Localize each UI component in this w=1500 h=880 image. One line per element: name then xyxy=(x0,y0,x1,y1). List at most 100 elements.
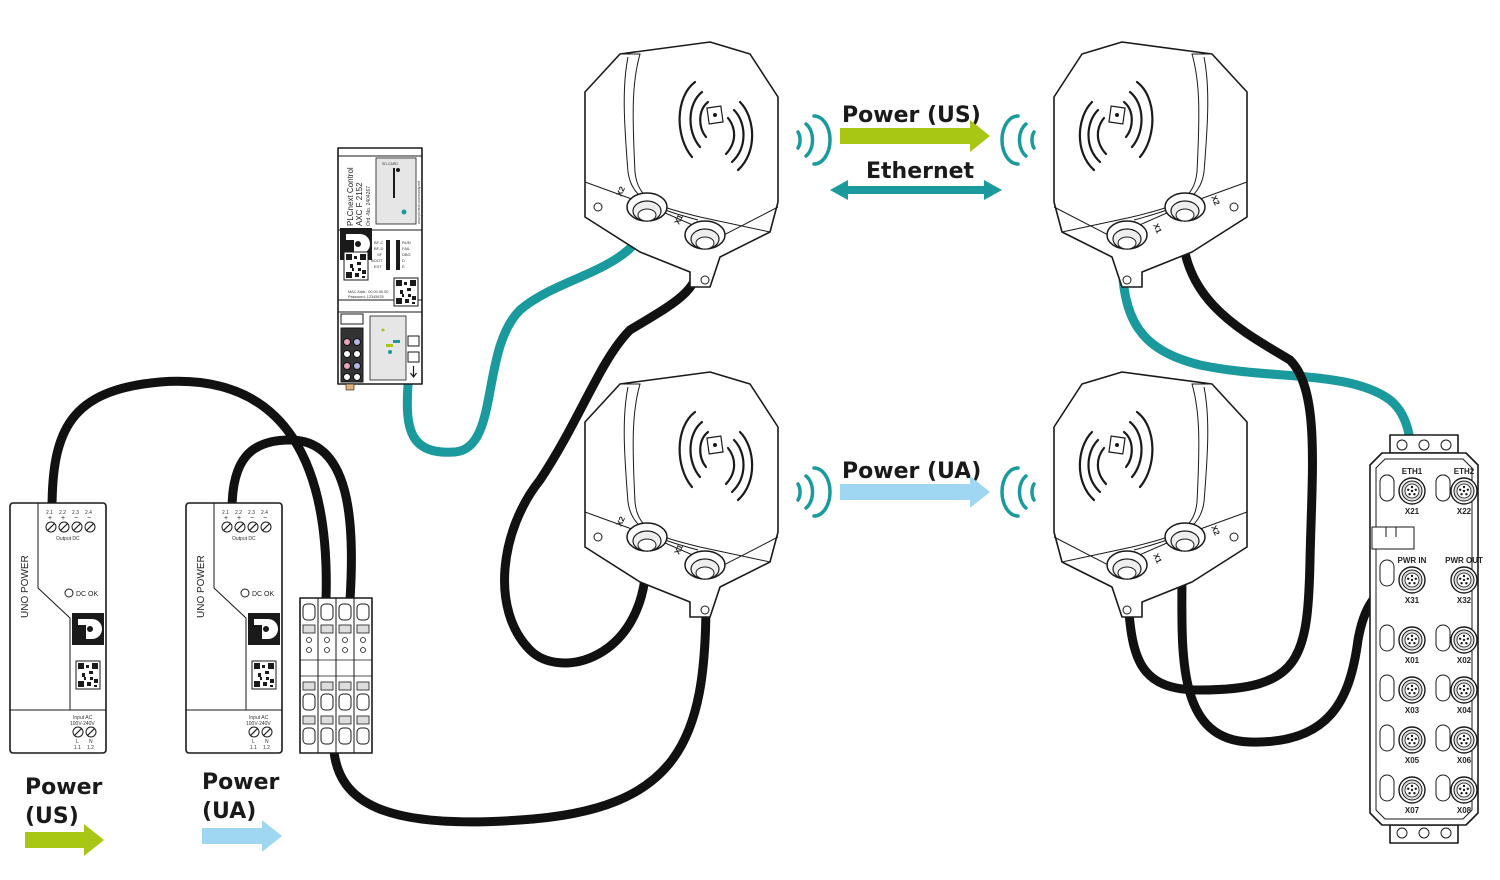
terminal-label: 2.4 xyxy=(261,510,268,516)
ethernet-transfer-label: Ethernet xyxy=(866,159,975,184)
screw-terminal xyxy=(247,521,259,533)
legend-arrow-power-ua xyxy=(202,820,282,852)
sd-card-label: SD-CARD xyxy=(382,162,398,166)
coupler-port-x2[interactable]: X2 xyxy=(615,185,668,222)
power-us-arrow xyxy=(840,120,990,152)
power-us-transfer-label: Power (US) xyxy=(842,103,981,128)
screw-terminal xyxy=(45,521,57,533)
controller-url: www.plcnext-community.net xyxy=(417,181,421,224)
led-label: SF xyxy=(377,252,383,257)
m12-connector-icon xyxy=(1450,566,1478,594)
m12-connector-icon xyxy=(1450,776,1478,804)
legend-label: Power xyxy=(25,775,102,800)
screw-terminal xyxy=(260,521,272,533)
input-range-label: 100V-240V xyxy=(70,721,95,727)
port-bottom-label: X02 xyxy=(1457,656,1472,665)
terminal-label: 2.3 xyxy=(248,510,255,516)
led-label: BOOT xyxy=(371,258,383,263)
polarity-label: + xyxy=(48,515,52,522)
io-port-x02[interactable]: X02 xyxy=(1450,626,1478,665)
port-bottom-label: X21 xyxy=(1405,507,1420,516)
cable-ps-ua-to-terminal xyxy=(227,435,356,605)
dc-ok-led-icon xyxy=(64,588,74,598)
polarity-label: − xyxy=(74,515,78,522)
dc-ok-label: DC OK xyxy=(252,591,275,598)
cable-power-us-to-us-tx xyxy=(500,250,705,668)
legend-label: (US) xyxy=(25,804,79,829)
port-bottom-label: X31 xyxy=(1405,596,1420,605)
led-panel: BF-C BF-D SF BOOT EXT RUN FAIL DBG D E xyxy=(371,240,411,270)
port-label: X2 xyxy=(615,515,628,528)
led-label: D xyxy=(402,258,405,263)
terminal-label: 2.3 xyxy=(72,510,79,516)
io-port-x06[interactable]: X06 xyxy=(1450,726,1478,765)
port-top-label: ETH2 xyxy=(1454,467,1475,476)
port-label: X1 xyxy=(673,543,686,556)
led-label: DBG xyxy=(402,252,411,257)
port-bottom-label: X03 xyxy=(1405,706,1420,715)
io-port-pwr-in[interactable]: PWR IN X31 xyxy=(1398,556,1427,605)
m12-connector-icon xyxy=(1450,726,1478,754)
ethernet-bidirectional-arrow xyxy=(830,180,1002,200)
power-ua-arrow xyxy=(840,476,990,508)
terminal-label: 2.1 xyxy=(222,510,229,516)
coupler-port-x2[interactable]: X2 xyxy=(615,515,668,552)
transfer-ua: Power (UA) xyxy=(796,459,1036,518)
ethernet-port-icon xyxy=(407,351,420,363)
legend-arrow-power-us xyxy=(25,824,104,856)
wireless-symbol-icon xyxy=(678,410,754,502)
coupler-port-x2[interactable]: X2 xyxy=(1164,192,1222,222)
qr-code-icon xyxy=(343,251,369,281)
coupler-port-x1[interactable]: X1 xyxy=(673,213,726,250)
coupler-port-x2[interactable]: X2 xyxy=(1164,522,1222,552)
port-label: X1 xyxy=(1151,222,1164,235)
led-label: FAIL xyxy=(402,246,411,251)
polarity-label: + xyxy=(224,515,228,522)
qr-code-icon xyxy=(75,660,101,690)
legend-label: Power xyxy=(202,770,279,795)
port-label: X2 xyxy=(615,185,628,198)
io-port-x05[interactable]: X05 xyxy=(1398,726,1426,765)
io-port-x03[interactable]: X03 xyxy=(1398,676,1426,715)
io-port-x07[interactable]: X07 xyxy=(1398,776,1426,815)
terminal-label: 2.2 xyxy=(59,510,66,516)
legend-label: (UA) xyxy=(202,799,256,824)
polarity-label: − xyxy=(263,515,267,522)
screw-terminal xyxy=(261,726,273,738)
qr-code-icon xyxy=(251,660,277,690)
m12-connector-icon xyxy=(1398,477,1426,505)
arrow-down-icon xyxy=(410,366,417,378)
port-bottom-label: X07 xyxy=(1405,806,1420,815)
port-bottom-label: X04 xyxy=(1457,706,1472,715)
screw-terminal xyxy=(72,726,84,738)
power-supply-ua: UNO POWER 2.1 2.2 2.3 2.4 + + − − Output… xyxy=(185,502,283,754)
wireless-waves-icon xyxy=(796,466,1036,518)
io-port-x04[interactable]: X04 xyxy=(1450,676,1478,715)
port-bottom-label: X05 xyxy=(1405,756,1420,765)
led-label: BF-D xyxy=(374,246,383,251)
coupler-port-x1[interactable]: X1 xyxy=(1106,550,1164,580)
port-bottom-label: X22 xyxy=(1457,507,1472,516)
input-ac-label: Input AC xyxy=(249,715,269,721)
m12-connector-icon xyxy=(1398,566,1426,594)
ps-us-output-terminals: 2.1 2.2 2.3 2.4 + + − − Output DC xyxy=(45,510,96,542)
m12-connector-icon xyxy=(1398,776,1426,804)
coupler-port-x1[interactable]: X1 xyxy=(673,543,726,580)
terminal-label: 1.2 xyxy=(263,745,270,751)
polarity-label: + xyxy=(61,515,65,522)
io-port-x01[interactable]: X01 xyxy=(1398,626,1426,665)
coupler-port-x1[interactable]: X1 xyxy=(1106,220,1164,250)
controller-name: PLCnext Control xyxy=(346,167,355,226)
port-top-label: PWR IN xyxy=(1398,556,1427,565)
io-port-x08[interactable]: X08 xyxy=(1450,776,1478,815)
controller-order-no: Ord.-No. 2404267 xyxy=(366,186,372,226)
m12-connector-icon xyxy=(1398,626,1426,654)
led-label: RUN xyxy=(402,240,411,245)
cables xyxy=(47,210,1416,827)
